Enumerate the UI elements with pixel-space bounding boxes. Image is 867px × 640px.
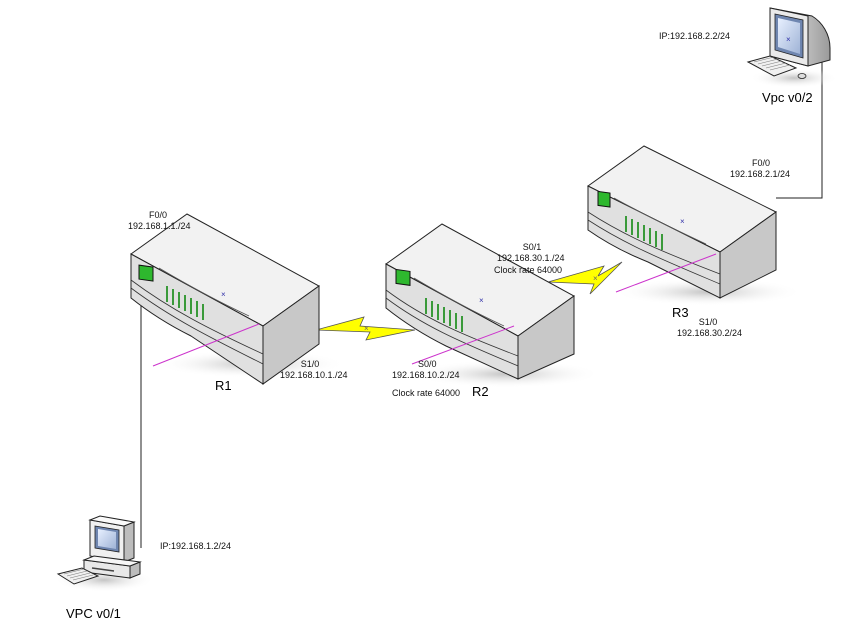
vpc1-name-label: VPC v0/1: [66, 606, 121, 621]
r1-f00-ip-label: 192.168.1.1./24: [128, 221, 191, 231]
r3-name-label: R3: [672, 305, 689, 320]
r2-s00-ip-label: 192.168.10.2./24: [392, 370, 460, 380]
r2-s01-clock-label: Clock rate 64000: [494, 265, 563, 275]
vpc2-ip-label: IP:192.168.2.2/24: [659, 31, 731, 41]
r1-s10-name-label: S1/0: [300, 359, 320, 369]
serial-link-r2-r3: ×: [547, 261, 623, 295]
led-icon: [597, 190, 611, 208]
svg-text:×: ×: [364, 324, 369, 333]
r2-name-label: R2: [472, 384, 489, 399]
led-icon: [138, 264, 154, 282]
r1-name-label: R1: [215, 378, 232, 393]
router-r2[interactable]: ×: [385, 223, 601, 388]
svg-text:×: ×: [786, 35, 791, 44]
led-icon: [395, 268, 411, 286]
serial-link-r1-r2: ×: [315, 316, 416, 341]
svg-text:×: ×: [593, 274, 598, 283]
r3-s10-name-label: S1/0: [698, 317, 718, 327]
svg-text:×: ×: [221, 290, 226, 299]
svg-text:×: ×: [479, 296, 484, 305]
svg-text:×: ×: [680, 217, 685, 226]
r1-f00-name-label: F0/0: [148, 210, 167, 220]
pc-icon-vpc2[interactable]: ×: [746, 7, 838, 88]
r2-s00-clock-label: Clock rate 64000: [392, 388, 461, 398]
vpc1-ip-label: IP:192.168.1.2/24: [160, 541, 232, 551]
r2-s01-ip-label: 192.168.30.1./24: [497, 253, 565, 263]
router-r1[interactable]: ×: [130, 213, 346, 385]
router-r3[interactable]: ×: [587, 145, 803, 306]
r3-s10-ip-label: 192.168.30.2/24: [677, 328, 743, 338]
r2-s01-name-label: S0/1: [522, 242, 542, 252]
vpc2-name-label: Vpc v0/2: [762, 90, 813, 105]
pc-icon-vpc1[interactable]: [54, 515, 154, 592]
r3-f00-name-label: F0/0: [751, 158, 770, 168]
r2-s00-name-label: S0/0: [418, 359, 437, 369]
r3-f00-ip-label: 192.168.2.1/24: [730, 169, 791, 179]
r1-s10-ip-label: 192.168.10.1./24: [280, 370, 348, 380]
